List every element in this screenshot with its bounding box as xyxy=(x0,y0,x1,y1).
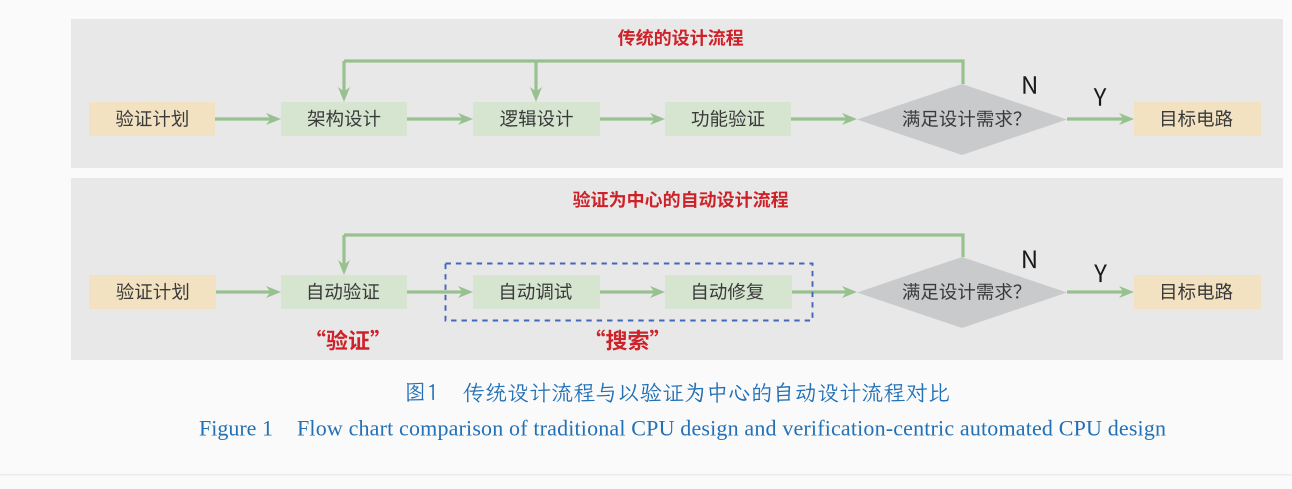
svg-text:Flow chart comparison of tradi: Flow chart comparison of traditional CPU… xyxy=(297,416,1166,441)
svg-text:Figure 1: Figure 1 xyxy=(199,416,273,441)
